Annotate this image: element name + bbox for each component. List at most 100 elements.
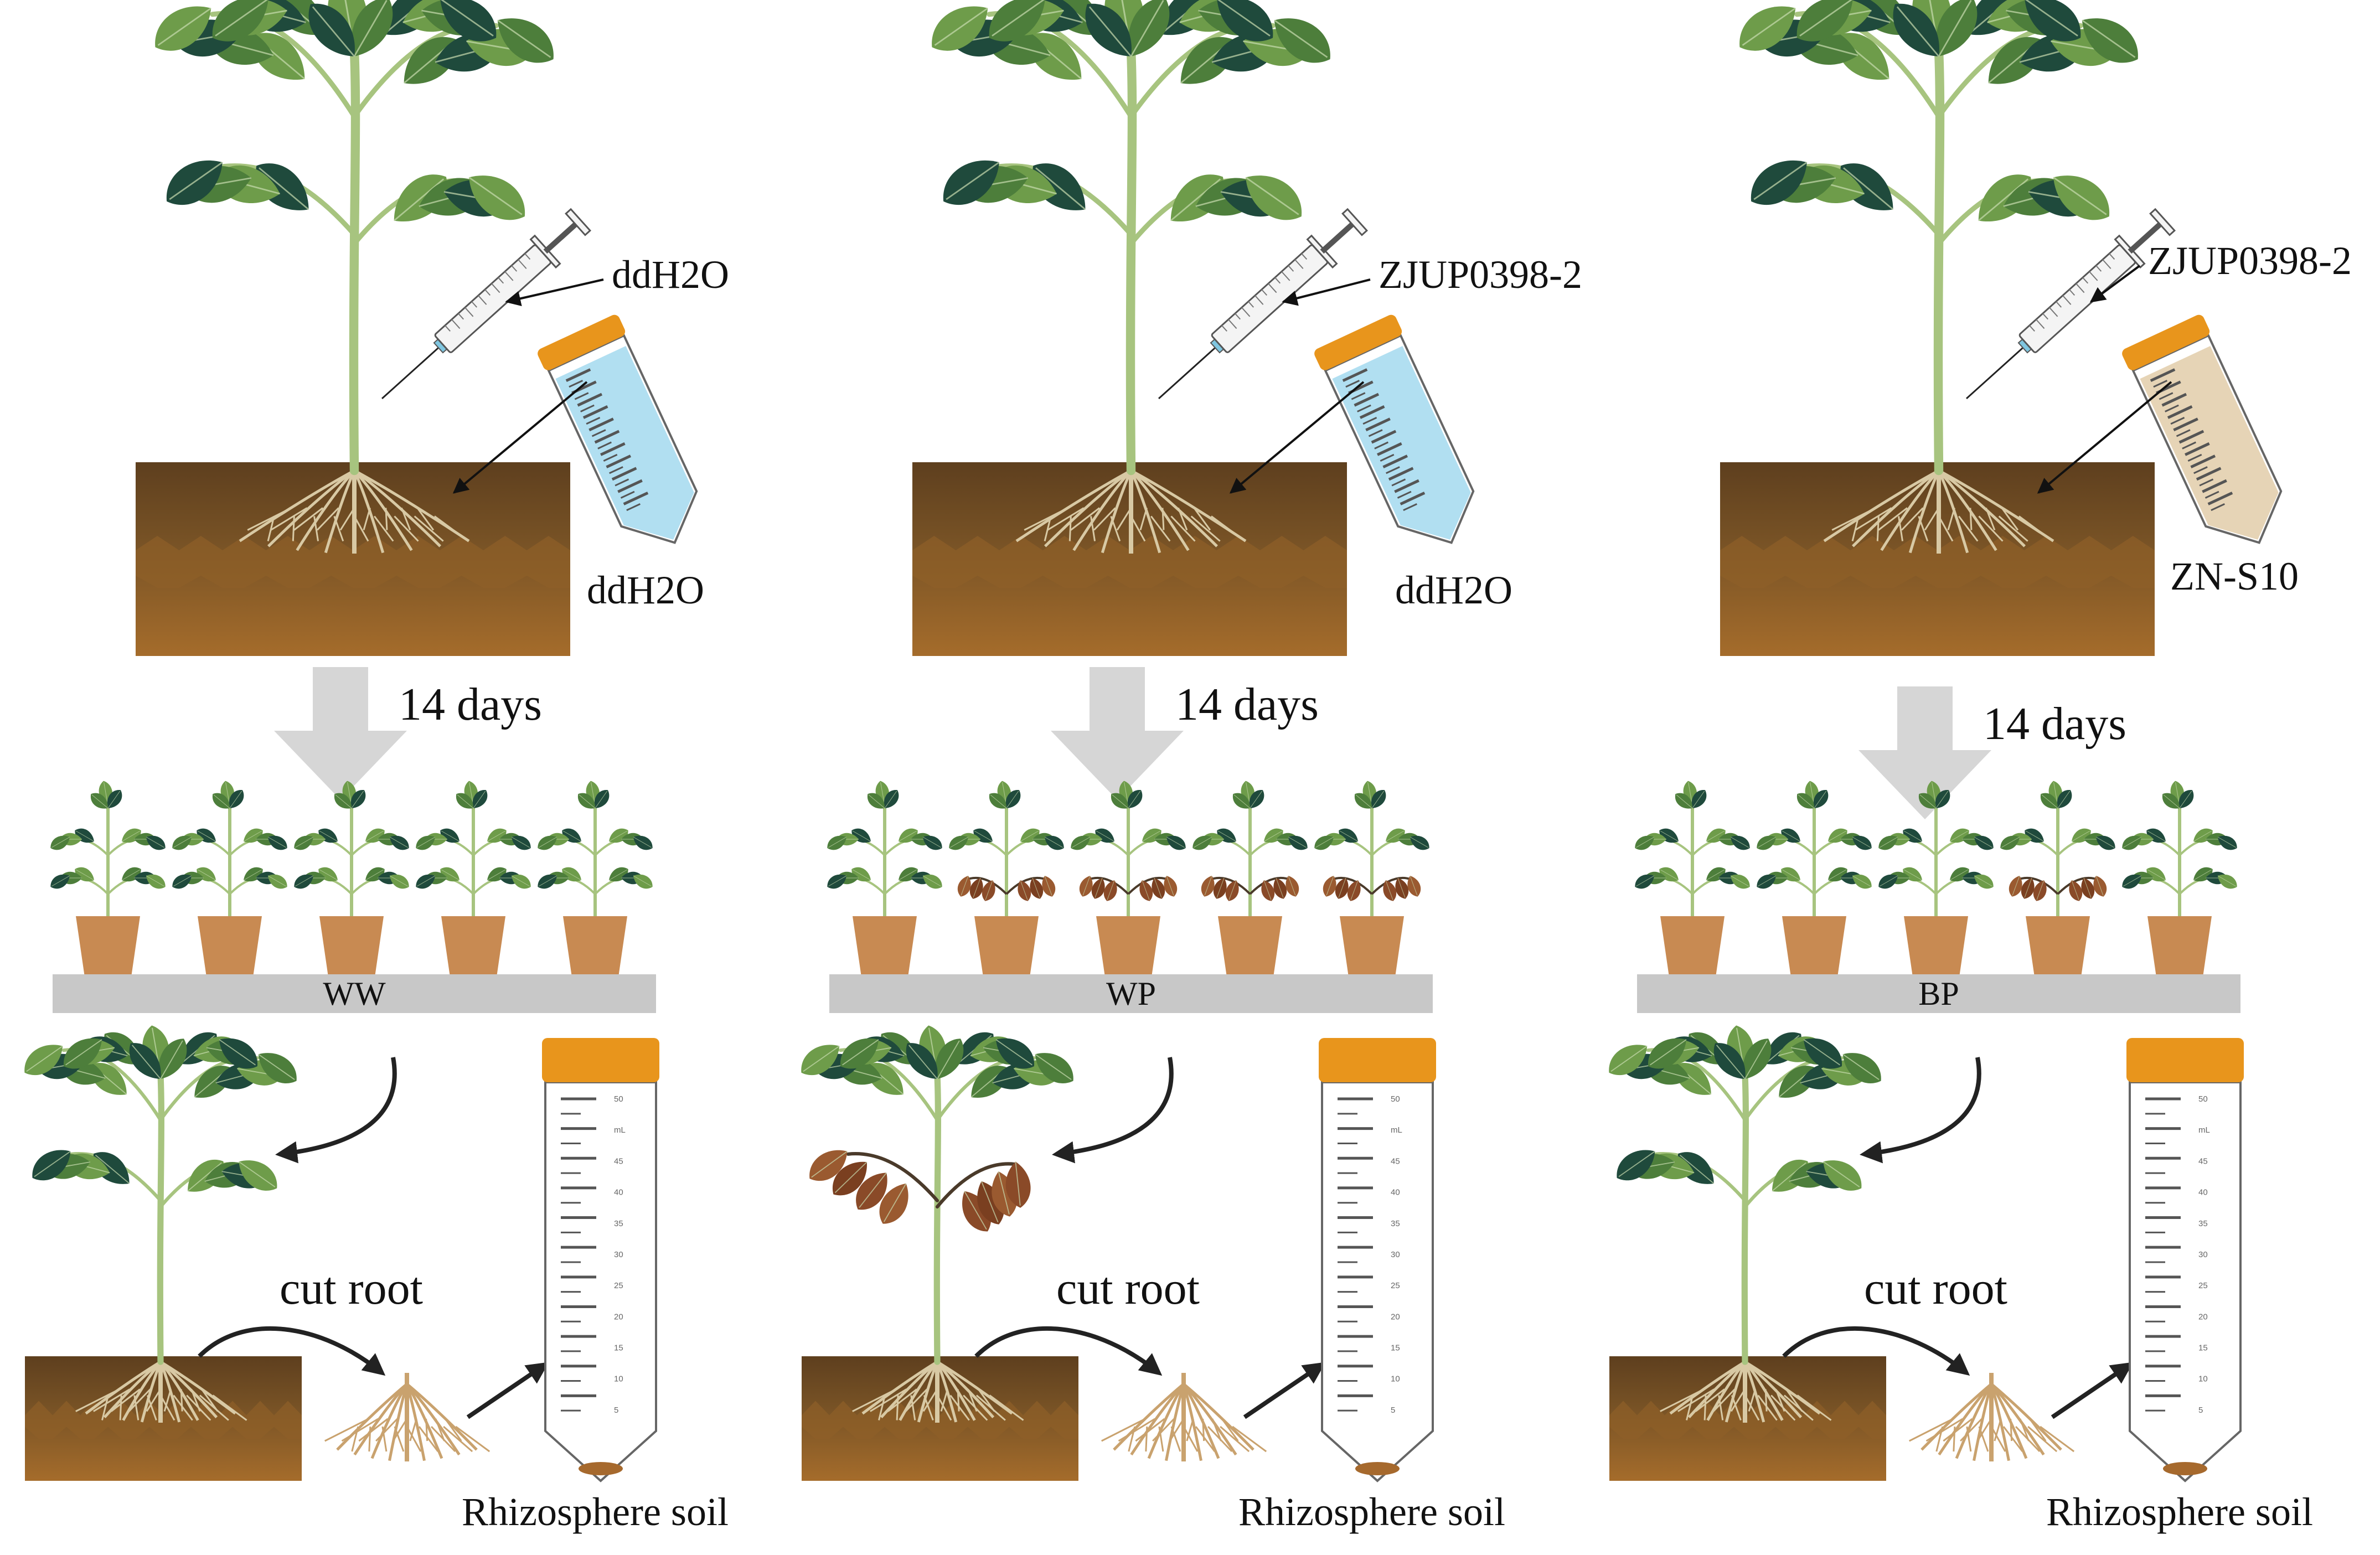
rootlet	[1730, 1388, 1746, 1412]
plant	[801, 1025, 1073, 1365]
root	[353, 469, 442, 547]
syringe-tick	[2029, 325, 2035, 332]
leaf	[538, 874, 557, 889]
leaf-vein	[852, 830, 871, 842]
root	[1015, 469, 1132, 543]
leaf-vein	[562, 830, 582, 842]
leaf-vein	[107, 791, 121, 809]
leaf	[1274, 18, 1330, 63]
leaf	[1635, 835, 1655, 850]
leaf-vein	[1035, 167, 1086, 210]
potted-seedling	[1878, 781, 1994, 977]
syringe-tick	[1261, 289, 1268, 296]
potted-seedling	[949, 781, 1064, 977]
rootlet	[1202, 1418, 1205, 1442]
leaf-vein	[1635, 836, 1655, 848]
tube-graduation	[1365, 417, 1391, 432]
tube-body	[1321, 1081, 1434, 1482]
tube-graduation	[1386, 466, 1400, 474]
leaf	[389, 874, 409, 889]
leaf-vein	[1782, 869, 1801, 881]
leaf-vein	[1978, 178, 2029, 221]
rootlet	[1686, 1395, 1694, 1420]
rootlet	[2027, 1425, 2058, 1453]
tube-graduation	[1371, 430, 1397, 444]
tube-graduation	[1357, 404, 1371, 412]
tube-scale-label: 40	[614, 1188, 623, 1197]
rootlet	[1978, 515, 2004, 542]
leaf	[172, 835, 192, 850]
leaf	[1288, 835, 1308, 850]
leaf-vein	[608, 830, 628, 842]
leaf	[2217, 835, 2237, 850]
soil-block	[802, 1356, 1078, 1481]
tube-label: ZN-S10	[2170, 554, 2299, 598]
centrifuge-tube	[2122, 314, 2283, 544]
tube-graduation	[2153, 380, 2168, 388]
rootlet	[292, 516, 295, 541]
tube-graduation	[1342, 368, 1368, 383]
leaf-vein	[131, 1045, 161, 1079]
tube-scale-label: 50	[1391, 1094, 1400, 1104]
rootlet	[1232, 1425, 1267, 1453]
tube-scale-label: 45	[1391, 1156, 1400, 1166]
syringe-tick	[1268, 283, 1277, 293]
rootlet	[1068, 516, 1072, 541]
leaf-vein	[949, 836, 969, 848]
rootlet	[1855, 507, 1892, 531]
tube-cap	[2126, 1038, 2244, 1082]
plant-stem	[349, 46, 360, 476]
syringe-tick	[2102, 259, 2111, 269]
rootlet	[1161, 508, 1165, 530]
syringe	[1158, 208, 1369, 400]
leaf	[1042, 875, 1056, 897]
root	[1183, 1383, 1254, 1451]
rootlet	[435, 1418, 445, 1442]
rootlet	[887, 1388, 917, 1412]
potted-seedling	[416, 781, 531, 977]
rootlet	[1677, 1388, 1715, 1412]
rootlet	[1070, 507, 1100, 531]
leaf	[1796, 793, 1815, 809]
rootlet	[949, 1394, 970, 1421]
leaf	[1285, 875, 1299, 897]
leaf-vein	[1903, 869, 1923, 881]
tube-graduation	[2202, 479, 2227, 493]
leaf	[1743, 1039, 1772, 1079]
tube-scale-label: 20	[1391, 1312, 1400, 1321]
tube-graduation	[2207, 492, 2233, 505]
tube-soil	[1355, 1462, 1400, 1475]
leaf-vein	[91, 794, 109, 809]
leaf-vein	[1006, 791, 1019, 809]
root	[336, 1383, 408, 1451]
root	[936, 1360, 1013, 1415]
tube-pour-arrow	[1229, 381, 1365, 494]
leaf-vein	[1676, 794, 1693, 809]
rootlet	[936, 1394, 952, 1421]
rootlet	[1190, 515, 1221, 542]
leaf-vein	[259, 167, 309, 210]
tube-graduation	[588, 417, 614, 432]
leaf-vein	[157, 7, 211, 46]
leaf	[943, 160, 1000, 205]
leaf-vein	[633, 875, 652, 887]
leaf-vein	[934, 7, 988, 46]
rootlet	[2019, 1418, 2030, 1442]
soil-block	[1720, 462, 2155, 656]
duration-label: 14 days	[399, 679, 542, 730]
leaf	[2081, 877, 2095, 899]
leaf-vein	[1706, 830, 1725, 842]
leaf	[957, 875, 971, 897]
leaf	[2033, 880, 2047, 901]
leaf-vein	[995, 1039, 1032, 1066]
tube-scale-label: 20	[614, 1312, 623, 1321]
root-system	[75, 1351, 247, 1423]
tube-soil	[2163, 1462, 2207, 1475]
cut-root-label: cut root	[1864, 1263, 2007, 1314]
syringe-needle	[381, 347, 439, 400]
leaf	[1757, 874, 1777, 889]
syringe-tick	[498, 277, 504, 284]
soil-texture	[912, 536, 1347, 588]
rootlet	[1796, 1394, 1832, 1421]
leaf-vein	[1216, 877, 1225, 898]
